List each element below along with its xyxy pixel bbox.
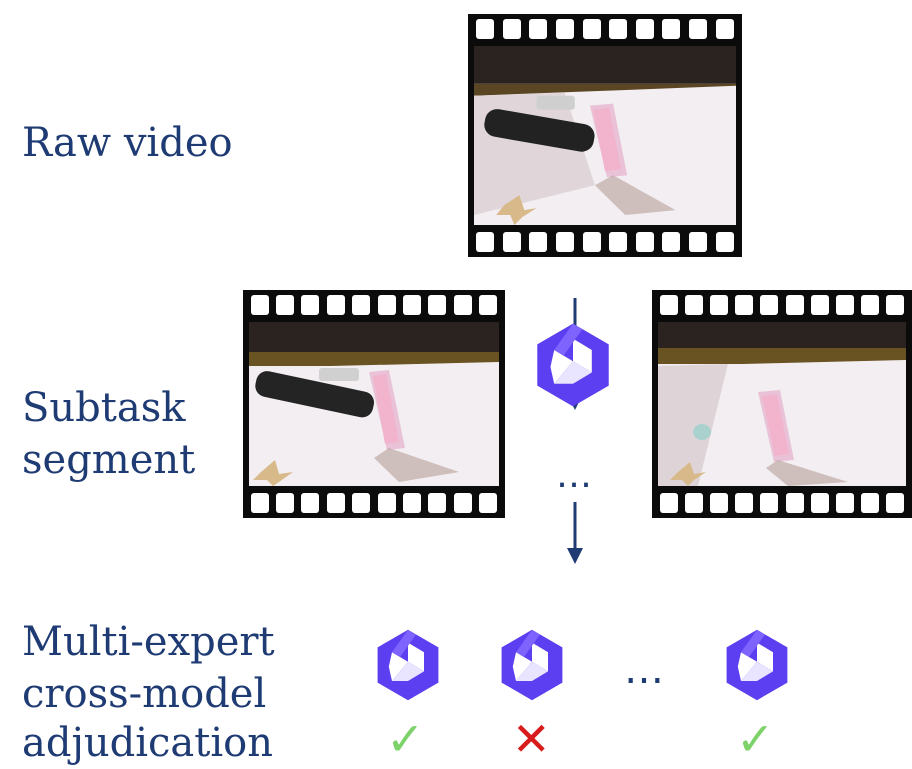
film-perforations-top <box>652 290 912 320</box>
vertical-ellipsis: … <box>556 455 594 496</box>
subtask-label-line2: segment <box>22 437 196 483</box>
film-perforations-bottom <box>243 488 505 518</box>
expert-1-logo-icon <box>377 629 439 701</box>
subtask-segment-thumbnail-1 <box>249 322 499 486</box>
raw-video-film-frame <box>468 14 742 257</box>
subtask-segment-film-2 <box>652 290 912 518</box>
raw-video-thumbnail <box>474 46 736 225</box>
expert-2-logo-icon <box>501 629 563 701</box>
raw-video-label: Raw video <box>22 120 233 166</box>
cross-icon: ✕ <box>512 712 551 766</box>
multi-label-line2: cross-model <box>22 671 267 717</box>
multi-label-line1: Multi-expert <box>22 619 275 665</box>
subtask-label-line1: Subtask <box>22 385 186 431</box>
bottom-down-arrow <box>567 502 583 564</box>
film-perforations-top <box>468 14 742 44</box>
horizontal-ellipsis: … <box>624 647 666 693</box>
check-icon: ✓ <box>386 712 425 766</box>
film-perforations-bottom <box>652 488 912 518</box>
check-icon: ✓ <box>736 712 775 766</box>
multi-label-line3: adjudication <box>22 720 273 766</box>
subtask-segment-film-1 <box>243 290 505 518</box>
model-logo-icon <box>537 323 609 407</box>
film-perforations-bottom <box>468 227 742 257</box>
expert-3-logo-icon <box>726 629 788 701</box>
film-perforations-top <box>243 290 505 320</box>
subtask-segment-thumbnail-2 <box>658 322 906 486</box>
